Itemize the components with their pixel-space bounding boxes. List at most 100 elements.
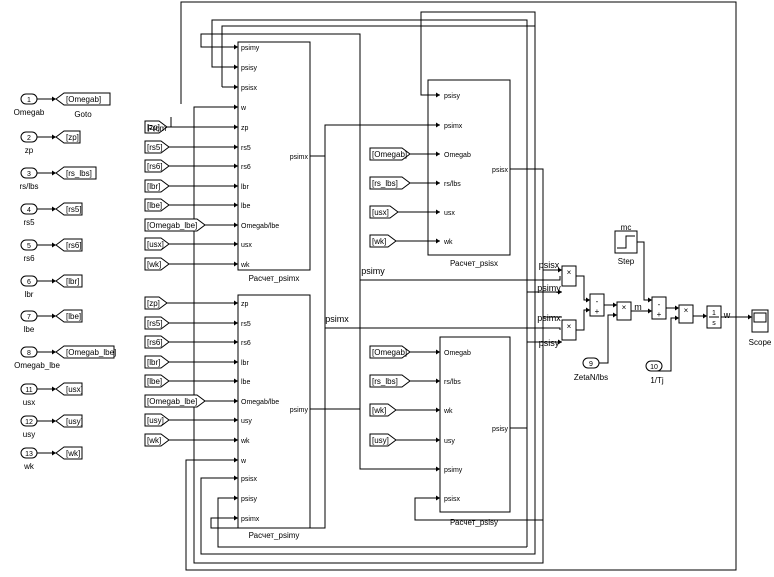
port-label: wk xyxy=(443,408,453,415)
from-block[interactable] xyxy=(144,433,170,447)
arrowhead xyxy=(234,515,238,521)
arrowhead xyxy=(436,378,440,384)
arrowhead xyxy=(234,417,238,423)
block-raschet-psimy[interactable] xyxy=(237,294,311,529)
arrowhead xyxy=(613,312,617,318)
goto-block[interactable] xyxy=(55,309,83,323)
port-label: psisx xyxy=(241,476,257,483)
arrowhead xyxy=(436,495,440,501)
signal-line xyxy=(414,497,543,521)
port-label: wk xyxy=(240,438,250,445)
from-tag: [usx] xyxy=(147,240,164,249)
from-tag: [rs6] xyxy=(147,162,163,171)
from-block[interactable] xyxy=(144,218,206,232)
from-block[interactable] xyxy=(144,413,170,427)
signal-line xyxy=(210,328,326,529)
port-label: rs5 xyxy=(241,145,251,152)
signal-line xyxy=(643,252,652,301)
signal-line xyxy=(170,117,238,128)
inport-zeta[interactable] xyxy=(582,357,600,369)
from-block[interactable] xyxy=(144,394,206,408)
from-block[interactable] xyxy=(369,205,399,219)
arrowhead xyxy=(558,289,562,295)
inport-number: 1 xyxy=(27,97,31,104)
inport-number: 6 xyxy=(27,279,31,286)
inport-name: rs/lbs xyxy=(19,182,38,191)
from-block[interactable] xyxy=(144,257,170,271)
port-label: wk xyxy=(240,262,250,269)
arrowhead xyxy=(234,359,238,365)
port-label: rs6 xyxy=(241,340,251,347)
arrowhead xyxy=(234,457,238,463)
arrowhead xyxy=(52,278,56,284)
from-tag: [usy] xyxy=(372,436,389,445)
from-block[interactable] xyxy=(144,335,170,349)
goto-block[interactable] xyxy=(55,202,83,216)
port-label: psisx xyxy=(492,167,508,174)
from-block[interactable] xyxy=(144,237,170,251)
signal-line xyxy=(510,168,562,271)
block-raschet-psisy[interactable] xyxy=(439,336,511,513)
goto-block[interactable] xyxy=(55,92,111,106)
from-block[interactable] xyxy=(369,433,397,447)
arrowhead xyxy=(234,84,238,90)
block-name: Расчет_psimx xyxy=(249,274,300,283)
from-block[interactable] xyxy=(144,316,170,330)
arrowhead xyxy=(586,307,590,313)
from-tag: [rs_lbs] xyxy=(372,179,398,188)
from-block[interactable] xyxy=(144,296,168,310)
arrowhead xyxy=(234,222,238,228)
integrator-den: s xyxy=(712,320,716,327)
from-block[interactable] xyxy=(144,198,170,212)
arrowhead xyxy=(234,300,238,306)
signal-line xyxy=(576,309,590,331)
port-label: psisy xyxy=(492,426,508,433)
arrowhead xyxy=(436,209,440,215)
from-block[interactable] xyxy=(369,176,411,190)
port-label: psisx xyxy=(444,496,460,503)
goto-block[interactable] xyxy=(55,130,81,144)
port-label: psisy xyxy=(241,65,257,72)
block-raschet-psimx[interactable] xyxy=(237,41,311,271)
arrowhead xyxy=(234,144,238,150)
arrowhead xyxy=(558,339,562,345)
inport-name: zp xyxy=(25,146,34,155)
from-tag: [lbe] xyxy=(147,377,162,386)
from-block[interactable] xyxy=(369,374,411,388)
arrowhead xyxy=(52,418,56,424)
block-raschet-psisx[interactable] xyxy=(427,79,511,256)
from-block[interactable] xyxy=(369,345,411,359)
signal-label: psisx xyxy=(539,260,560,270)
goto-block[interactable] xyxy=(55,166,97,180)
inport-tj[interactable] xyxy=(645,360,663,372)
arrowhead xyxy=(234,437,238,443)
goto-block[interactable] xyxy=(55,414,83,428)
from-block[interactable] xyxy=(369,403,397,417)
port-sign: × xyxy=(684,306,689,315)
port-label: psisy xyxy=(241,496,257,503)
port-label: Omegab xyxy=(444,350,471,357)
arrowhead xyxy=(675,315,679,321)
from-block[interactable] xyxy=(144,355,170,369)
from-block[interactable] xyxy=(369,147,411,161)
signal-line xyxy=(420,11,536,169)
from-block[interactable] xyxy=(144,140,170,154)
goto-block[interactable] xyxy=(55,274,83,288)
goto-block[interactable] xyxy=(55,345,115,359)
from-block[interactable] xyxy=(144,374,170,388)
from-tag: [lbe] xyxy=(147,201,162,210)
goto-block[interactable] xyxy=(55,446,83,460)
goto-block[interactable] xyxy=(55,238,83,252)
goto-block[interactable] xyxy=(55,382,83,396)
goto-tag: [lbe] xyxy=(66,312,81,321)
goto-tag: [rs6] xyxy=(66,241,82,250)
from-block[interactable] xyxy=(144,159,170,173)
signal-label: psimy xyxy=(361,266,385,276)
arrowhead xyxy=(436,238,440,244)
from-block[interactable] xyxy=(144,179,170,193)
inport-name: wk xyxy=(23,462,35,471)
from-block[interactable] xyxy=(144,120,168,134)
from-block[interactable] xyxy=(369,234,397,248)
product-block-4[interactable] xyxy=(678,304,694,324)
